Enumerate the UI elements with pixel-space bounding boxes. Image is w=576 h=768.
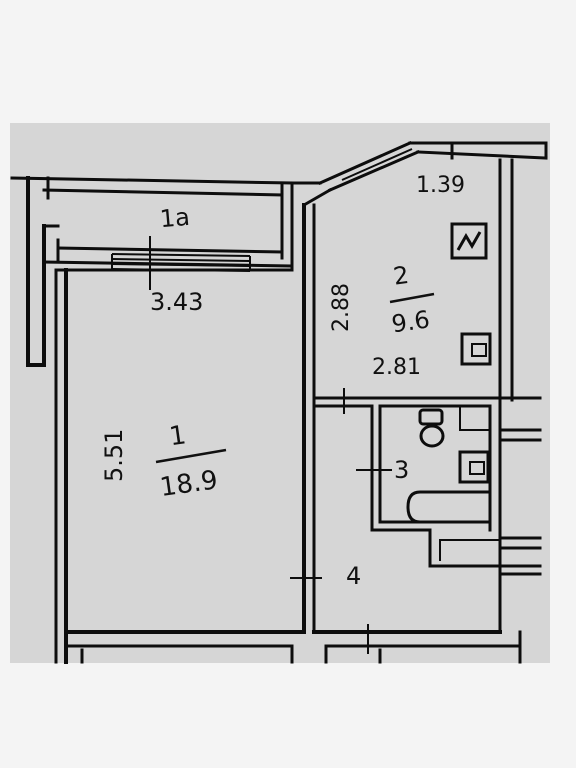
bath-sink-icon [458, 450, 490, 484]
plan-paper [10, 123, 550, 663]
room2-width-dim: 2.81 [372, 355, 421, 380]
toilet-icon [418, 408, 445, 448]
dimension-ticks [290, 388, 392, 654]
stove-icon [450, 222, 488, 260]
walls [10, 141, 548, 664]
room1-number: 1 [167, 420, 188, 452]
sink-icon [460, 332, 492, 366]
room1-fraction-line [155, 448, 227, 464]
hall-number: 4 [346, 562, 361, 590]
balcony-window [339, 148, 413, 187]
room1-width-dim: 3.43 [150, 288, 203, 316]
loggia-number: 1a [159, 203, 191, 234]
labels: 1a 3.43 5.51 1 18.9 1.39 2.88 2 9.6 2.81… [100, 173, 465, 590]
room2-area: 9.6 [390, 305, 432, 338]
bath-number: 3 [394, 456, 409, 484]
loggia-door [111, 236, 251, 290]
room1-height-dim: 5.51 [100, 429, 128, 482]
bathtub-icon [406, 490, 490, 524]
room2-height-dim: 2.88 [329, 283, 354, 332]
room2-fraction-line [389, 292, 435, 304]
balcony-width-dim: 1.39 [416, 173, 465, 198]
room2-number: 2 [392, 261, 411, 291]
